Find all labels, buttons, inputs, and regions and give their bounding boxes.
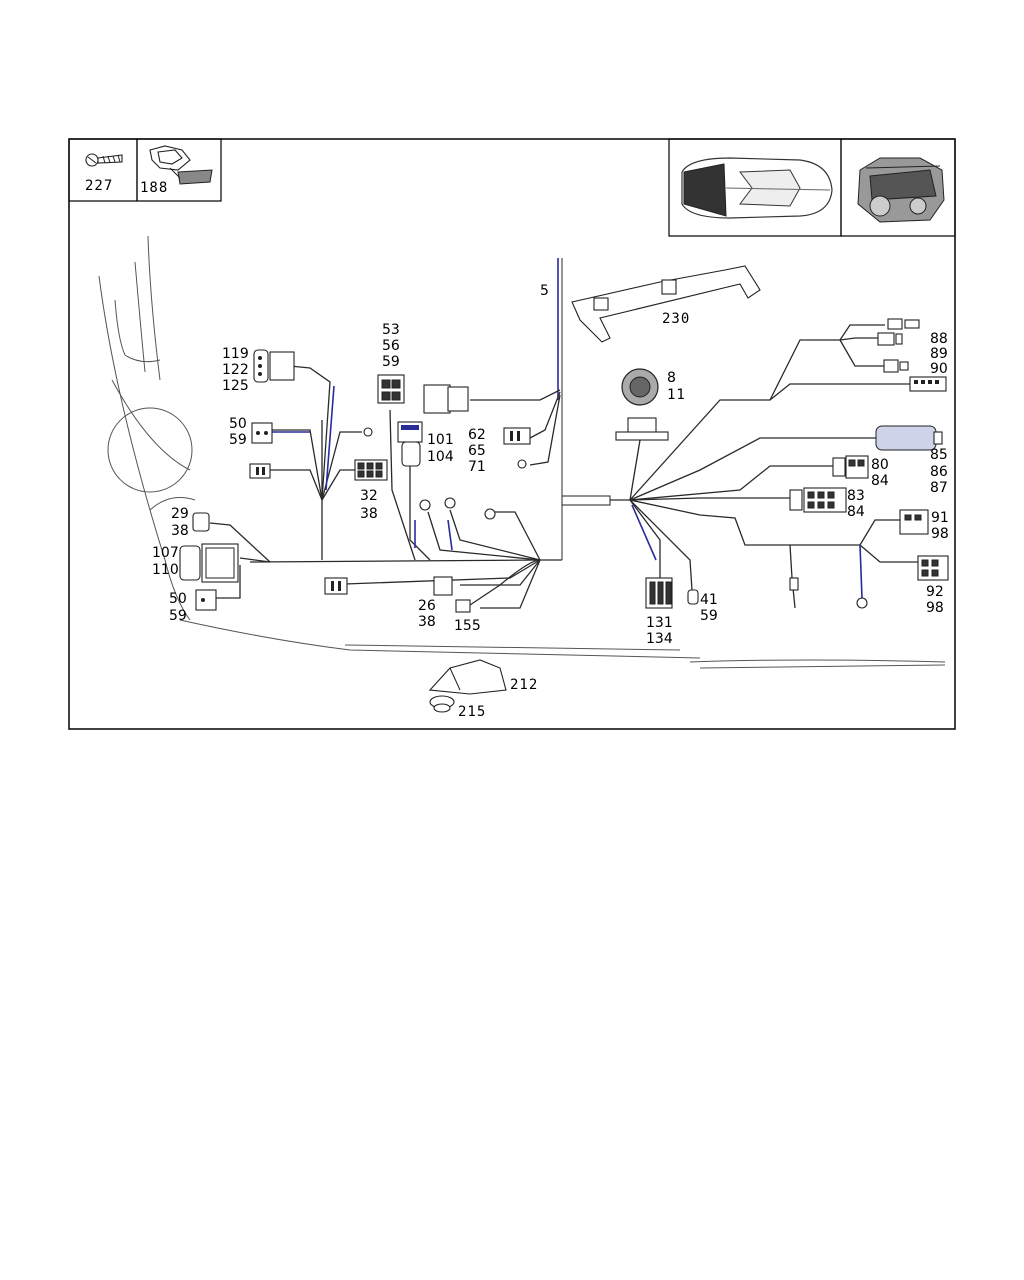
callout-26: 26 xyxy=(418,598,436,614)
callout-62: 62 xyxy=(468,427,486,443)
connector-131-134 xyxy=(645,577,673,609)
callout-212: 212 xyxy=(510,677,538,693)
callout-122: 122 xyxy=(222,362,249,378)
sensor-41-59 xyxy=(687,589,699,605)
connector-26-38 xyxy=(433,576,453,596)
callout-71: 71 xyxy=(468,459,486,475)
callout-38-b: 38 xyxy=(360,506,378,522)
bracket-230 xyxy=(571,265,761,343)
callout-131: 131 xyxy=(646,615,673,631)
callout-87: 87 xyxy=(930,480,948,496)
thumbnail-car xyxy=(668,138,842,237)
callout-91: 91 xyxy=(931,510,949,526)
callout-92: 92 xyxy=(926,584,944,600)
part-number-227: 227 xyxy=(85,178,113,194)
vehicle-body-outline xyxy=(98,235,946,669)
callout-50-a: 50 xyxy=(229,416,247,432)
callout-11: 11 xyxy=(667,387,686,403)
callout-90: 90 xyxy=(930,361,948,377)
bracket-212 xyxy=(428,659,507,695)
callout-65: 65 xyxy=(468,443,486,459)
callout-215: 215 xyxy=(458,704,486,720)
sensor-155 xyxy=(455,599,471,613)
callout-38-c: 38 xyxy=(171,523,189,539)
callout-59-c: 59 xyxy=(229,432,247,448)
callout-53: 53 xyxy=(382,322,400,338)
callout-84-b: 84 xyxy=(847,504,865,520)
connector-80-84 xyxy=(832,455,869,479)
callout-107: 107 xyxy=(152,545,179,561)
callout-59-b: 59 xyxy=(382,354,400,370)
connector-53-59 xyxy=(377,374,405,404)
callout-5: 5 xyxy=(540,283,549,299)
callout-110: 110 xyxy=(152,562,179,578)
connector-85-87 xyxy=(875,425,943,451)
callout-85: 85 xyxy=(930,447,948,463)
callout-155: 155 xyxy=(454,618,481,634)
main-cable-5 xyxy=(557,258,563,560)
callout-119: 119 xyxy=(222,346,249,362)
connector-center-plug xyxy=(324,577,348,595)
callout-38-a: 38 xyxy=(418,614,436,630)
connector-92-98 xyxy=(917,555,949,581)
right-harness xyxy=(610,324,918,609)
horn-8-11 xyxy=(621,368,659,406)
clip-icon xyxy=(149,145,213,185)
callout-83: 83 xyxy=(847,488,865,504)
callout-32: 32 xyxy=(360,488,378,504)
callout-104: 104 xyxy=(427,449,454,465)
part-box-screw: 227 xyxy=(68,138,138,202)
part-box-clip: 188 xyxy=(136,138,222,202)
connector-83-84 xyxy=(789,487,847,513)
diagram-frame xyxy=(68,138,956,730)
connector-101-104 xyxy=(397,421,423,467)
connector-large-plug xyxy=(423,384,469,414)
car-top-view-icon xyxy=(681,157,833,219)
callout-56: 56 xyxy=(382,338,400,354)
connector-side-plug xyxy=(249,463,271,479)
callout-98-b: 98 xyxy=(926,600,944,616)
lead-end-right xyxy=(789,577,799,591)
thumbnail-engine xyxy=(840,138,956,237)
callout-125: 125 xyxy=(222,378,249,394)
ring-terminals-center xyxy=(419,497,496,520)
callout-59-a: 59 xyxy=(700,608,718,624)
connector-62-71 xyxy=(503,427,531,469)
part-number-188: 188 xyxy=(140,180,168,196)
callout-88: 88 xyxy=(930,331,948,347)
connector-50-59-bottom xyxy=(195,589,217,611)
connector-107-110 xyxy=(179,543,239,583)
connector-50-59-top xyxy=(251,422,273,444)
connector-91-98 xyxy=(899,509,929,535)
callout-80: 80 xyxy=(871,457,889,473)
connectors-88-90 xyxy=(877,318,947,392)
callout-101: 101 xyxy=(427,432,454,448)
callout-8: 8 xyxy=(667,370,676,386)
main-harness xyxy=(209,365,611,609)
module-under-horn xyxy=(615,417,669,441)
ring-terminal-right xyxy=(856,597,868,609)
callout-89: 89 xyxy=(930,346,948,362)
callout-84-a: 84 xyxy=(871,473,889,489)
screw-icon xyxy=(85,153,123,167)
connector-32-38 xyxy=(354,459,388,481)
engine-block-icon xyxy=(857,157,945,223)
ring-terminal-top xyxy=(363,427,373,437)
callout-134: 134 xyxy=(646,631,673,647)
callout-59-d: 59 xyxy=(169,608,187,624)
callout-41: 41 xyxy=(700,592,718,608)
grommet-215 xyxy=(429,695,455,713)
callout-86: 86 xyxy=(930,464,948,480)
connector-29-38 xyxy=(192,512,210,532)
callout-98-a: 98 xyxy=(931,526,949,542)
connector-119-125 xyxy=(253,349,295,383)
callout-230: 230 xyxy=(662,311,690,327)
callout-50-b: 50 xyxy=(169,591,187,607)
callout-29: 29 xyxy=(171,506,189,522)
